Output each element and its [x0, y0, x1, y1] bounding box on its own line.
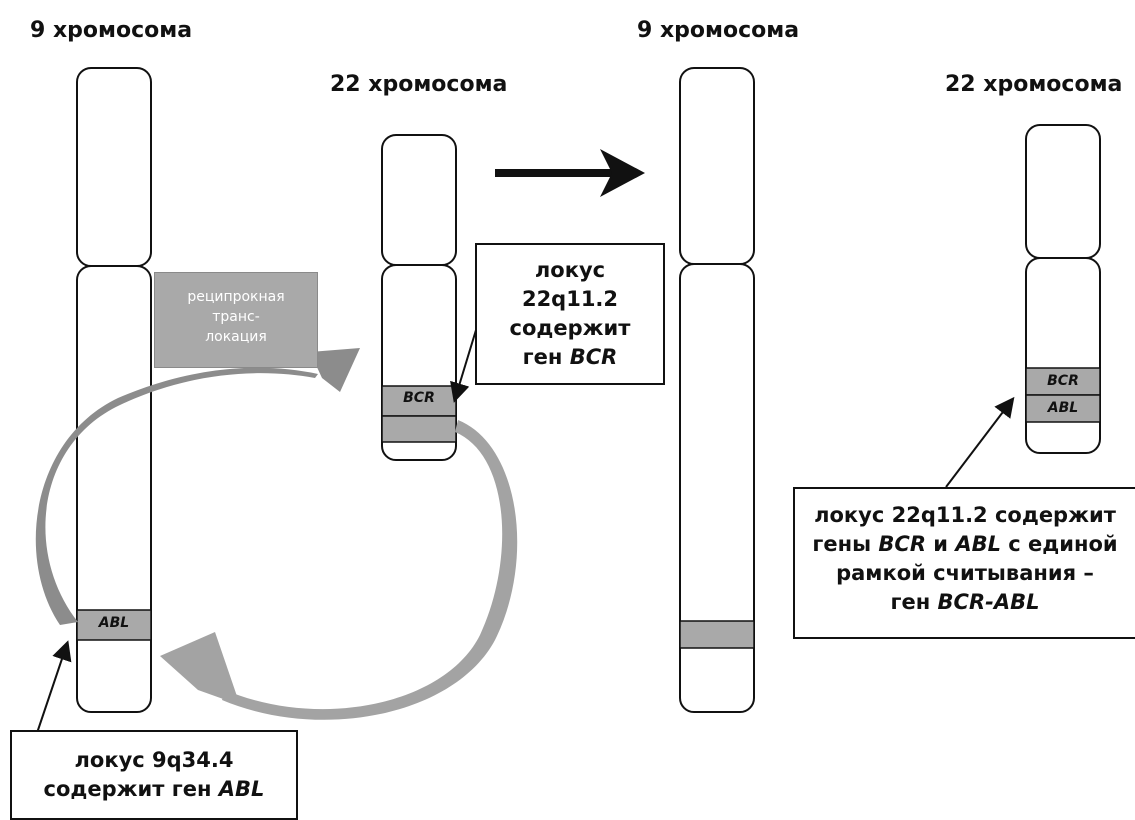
right-chromosome-9 [679, 67, 755, 713]
abl-band-right [1025, 394, 1101, 423]
callout-result-gene-bcr: BCR [878, 532, 926, 556]
grey-band-right-9 [679, 620, 755, 649]
result-arrow [495, 149, 645, 197]
bcr-label-right: BCR [1047, 373, 1079, 389]
callout-result-line-3: рамкой считывания – [836, 561, 1094, 585]
abl-label-left: ABL [98, 615, 130, 631]
translocation-line-2: транс- [212, 309, 260, 325]
translocation-line-3: локация [205, 329, 267, 345]
callout-abl-line-2-text: содержит ген [43, 777, 219, 801]
callout-result-line-4: ген BCR-ABL [795, 588, 1135, 617]
pointer-bcr-left [450, 329, 477, 403]
left-chromosome-9 [76, 67, 152, 713]
heading-right-chromosome-22: 22 хромосома [945, 72, 1123, 97]
callout-bcr-abl-result: локус 22q11.2 содержит гены BCR и ABL с … [793, 487, 1135, 639]
bcr-label-left: BCR [403, 390, 435, 406]
lower-band-left-22 [381, 415, 457, 443]
callout-result-line-2-b: и [926, 532, 956, 556]
pointer-result [945, 396, 1015, 488]
translocation-line-1: реципрокная [187, 289, 285, 305]
callout-result-line-2-a: гены [812, 532, 879, 556]
translocation-arrow-upper [35, 348, 360, 625]
left-chromosome-22 [381, 134, 457, 461]
heading-right-chromosome-9: 9 хромосома [637, 18, 800, 43]
translocation-label-box: реципрокная транс- локация [154, 272, 318, 368]
callout-abl-line-1: локус 9q34.4 [74, 748, 234, 772]
callout-bcr-line-2: 22q11.2 [521, 287, 619, 311]
callout-bcr-gene: BCR [569, 345, 618, 369]
callout-result-line-1: локус 22q11.2 содержит [814, 503, 1116, 527]
translocation-arrow-lower [160, 420, 518, 720]
callout-bcr-line-4: ген BCR [477, 343, 663, 372]
callout-result-line-2-c: с единой [1000, 532, 1118, 556]
callout-result-line-4-text: ген [890, 590, 938, 614]
callout-bcr-locus: локус 22q11.2 содержит ген BCR [475, 243, 665, 385]
callout-abl-locus: локус 9q34.4 содержит ген ABL [10, 730, 298, 820]
heading-left-chromosome-22: 22 хромосома [330, 72, 508, 97]
callout-bcr-line-3: содержит [509, 316, 631, 340]
callout-abl-gene: ABL [218, 777, 265, 801]
abl-label-right: ABL [1047, 400, 1079, 416]
callout-result-gene-abl: ABL [955, 532, 1001, 556]
callout-result-gene-bcr-abl: BCR-ABL [937, 590, 1040, 614]
right-chromosome-22 [1025, 124, 1101, 454]
abl-band-left [76, 609, 152, 641]
pointer-abl-left [36, 640, 72, 734]
bcr-band-right [1025, 367, 1101, 396]
heading-left-chromosome-9: 9 хромосома [30, 18, 193, 43]
callout-result-line-2: гены BCR и ABL с единой [795, 530, 1135, 559]
callout-abl-line-2: содержит ген ABL [12, 775, 296, 804]
callout-bcr-line-4-text: ген [522, 345, 570, 369]
callout-bcr-line-1: локус [534, 258, 606, 282]
